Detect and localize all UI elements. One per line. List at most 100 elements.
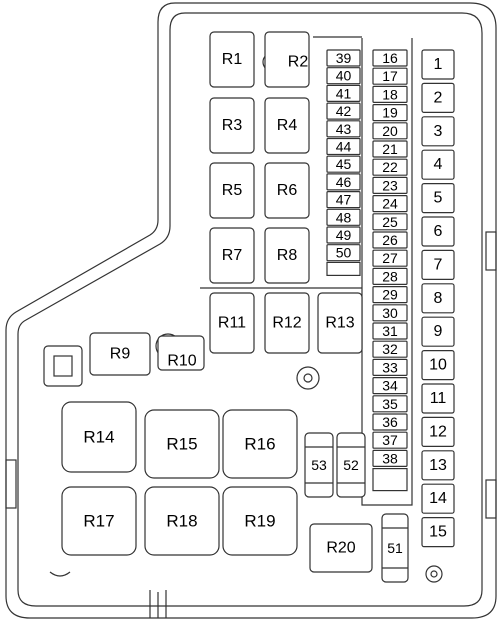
svg-text:R4: R4 bbox=[277, 117, 298, 134]
fuse-46: 46 bbox=[326, 173, 361, 191]
svg-text:36: 36 bbox=[382, 414, 398, 430]
svg-text:R13: R13 bbox=[325, 315, 354, 332]
fuse-28: 28 bbox=[372, 267, 408, 285]
svg-text:52: 52 bbox=[343, 457, 359, 473]
svg-text:22: 22 bbox=[382, 159, 398, 175]
svg-text:10: 10 bbox=[429, 357, 447, 374]
fuse-19: 19 bbox=[372, 103, 408, 122]
svg-text:37: 37 bbox=[382, 432, 398, 448]
svg-text:21: 21 bbox=[382, 141, 398, 157]
svg-text:11: 11 bbox=[430, 390, 447, 407]
svg-text:14: 14 bbox=[429, 490, 447, 507]
relay-r14: R14 bbox=[61, 401, 137, 473]
svg-text:R8: R8 bbox=[277, 247, 298, 264]
fuse-22: 22 bbox=[372, 158, 408, 176]
svg-text:19: 19 bbox=[382, 105, 398, 121]
fuse-52: 52 bbox=[336, 432, 366, 498]
fuse-31: 31 bbox=[372, 322, 408, 340]
svg-text:R19: R19 bbox=[244, 512, 275, 531]
svg-text:31: 31 bbox=[382, 323, 398, 339]
fuse-15: 15 bbox=[421, 516, 455, 548]
svg-text:23: 23 bbox=[382, 177, 398, 193]
svg-text:R15: R15 bbox=[166, 435, 197, 454]
fuse-16: 16 bbox=[372, 49, 408, 67]
relay-r1: R1 bbox=[209, 31, 255, 88]
svg-text:18: 18 bbox=[382, 86, 398, 102]
fuse-43: 43 bbox=[326, 120, 361, 138]
fuse-33: 33 bbox=[372, 358, 408, 376]
fuse-38: 38 bbox=[372, 449, 408, 467]
svg-text:26: 26 bbox=[382, 232, 398, 248]
fuse-25: 25 bbox=[372, 213, 408, 231]
fuse-7: 7 bbox=[421, 249, 455, 280]
svg-text:47: 47 bbox=[336, 192, 352, 208]
relay-r5: R5 bbox=[209, 162, 255, 219]
relay-r12: R12 bbox=[264, 292, 310, 354]
housing-outline bbox=[5, 2, 497, 619]
fuse-10: 10 bbox=[421, 350, 455, 381]
svg-text:34: 34 bbox=[382, 378, 398, 394]
svg-text:9: 9 bbox=[434, 323, 443, 340]
svg-text:35: 35 bbox=[382, 396, 398, 412]
fuse-32: 32 bbox=[372, 340, 408, 358]
relay-r9: R9 bbox=[89, 332, 151, 376]
svg-text:38: 38 bbox=[382, 450, 398, 466]
fuse-50: 50 bbox=[326, 244, 361, 262]
fuse-37: 37 bbox=[372, 431, 408, 449]
svg-text:27: 27 bbox=[382, 250, 398, 266]
fuse-9: 9 bbox=[421, 316, 455, 347]
svg-text:2: 2 bbox=[434, 89, 443, 106]
svg-text:45: 45 bbox=[336, 156, 352, 172]
fuse-44: 44 bbox=[326, 137, 361, 156]
svg-text:40: 40 bbox=[336, 68, 352, 84]
fuse-26: 26 bbox=[372, 231, 408, 249]
bolt-icon bbox=[296, 366, 320, 390]
relay-r20: R20 bbox=[309, 523, 373, 573]
fuse-11: 11 bbox=[421, 383, 455, 414]
fuse-14: 14 bbox=[421, 483, 455, 514]
svg-text:4: 4 bbox=[434, 156, 443, 173]
svg-text:1: 1 bbox=[434, 56, 443, 73]
svg-text:51: 51 bbox=[387, 540, 403, 556]
svg-text:17: 17 bbox=[382, 68, 398, 84]
connector-clip bbox=[43, 345, 83, 387]
svg-text:R18: R18 bbox=[166, 512, 197, 531]
svg-text:48: 48 bbox=[336, 209, 352, 225]
fuse-53: 53 bbox=[304, 432, 334, 498]
svg-text:R3: R3 bbox=[222, 117, 243, 134]
fuse-5: 5 bbox=[421, 183, 455, 214]
relay-r18: R18 bbox=[144, 486, 220, 556]
svg-text:49: 49 bbox=[336, 227, 352, 243]
svg-text:41: 41 bbox=[336, 85, 352, 101]
relay-r17: R17 bbox=[61, 486, 137, 556]
svg-text:50: 50 bbox=[336, 245, 352, 261]
svg-text:R2: R2 bbox=[288, 54, 309, 71]
fuse-51: 51 bbox=[381, 513, 409, 583]
svg-text:43: 43 bbox=[336, 121, 352, 137]
fuse-45: 45 bbox=[326, 155, 361, 173]
fuse-24: 24 bbox=[372, 195, 408, 213]
svg-text:6: 6 bbox=[434, 223, 443, 240]
fuses-layer: 3940414243444546474849501617181920212223… bbox=[304, 49, 455, 583]
svg-text:33: 33 bbox=[382, 359, 398, 375]
relay-r2: R2 bbox=[264, 31, 310, 88]
relay-r8: R8 bbox=[264, 227, 310, 284]
bolt-icon bbox=[425, 565, 443, 583]
fuse-35: 35 bbox=[372, 395, 408, 413]
relay-r16: R16 bbox=[222, 409, 298, 479]
relay-r19: R19 bbox=[222, 486, 298, 556]
fuse-slot-empty bbox=[372, 468, 408, 492]
fuse-49: 49 bbox=[326, 226, 361, 244]
fuse-12: 12 bbox=[421, 416, 455, 447]
svg-text:32: 32 bbox=[382, 341, 398, 357]
relay-r3: R3 bbox=[209, 97, 255, 154]
svg-text:R9: R9 bbox=[110, 346, 131, 363]
fuse-2: 2 bbox=[421, 82, 455, 114]
svg-text:24: 24 bbox=[382, 196, 398, 212]
svg-text:R10: R10 bbox=[167, 353, 196, 370]
fuse-27: 27 bbox=[372, 249, 408, 267]
fuse-47: 47 bbox=[326, 191, 361, 209]
svg-text:R5: R5 bbox=[222, 182, 243, 199]
